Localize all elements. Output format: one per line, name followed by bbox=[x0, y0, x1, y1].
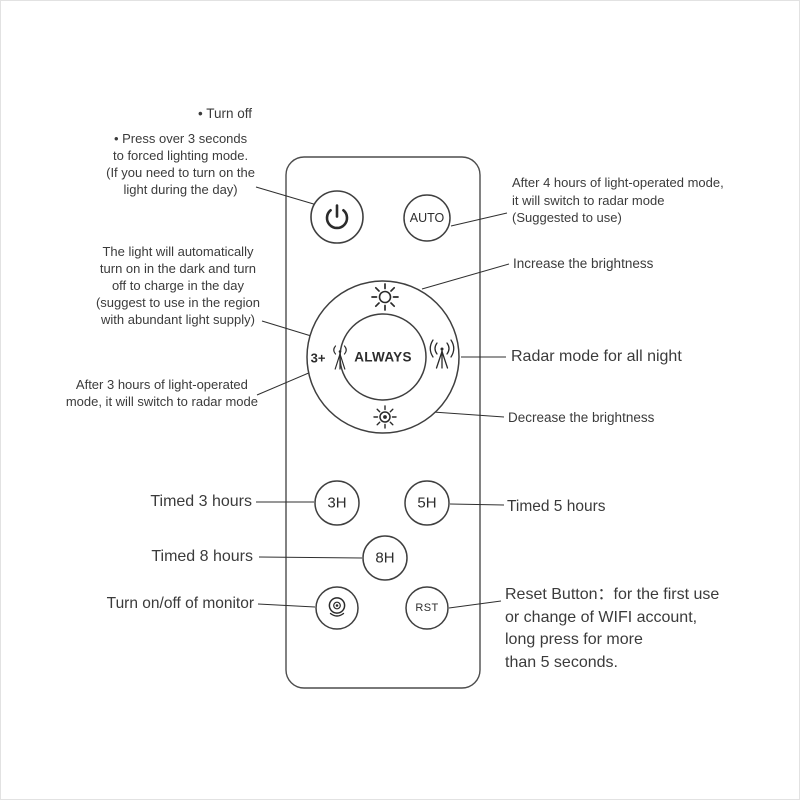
note-turn-off: • Turn off bbox=[197, 106, 252, 121]
sun-bright-icon bbox=[371, 283, 399, 311]
timed-3h-label: 3H bbox=[327, 494, 347, 512]
connector-lines bbox=[255, 186, 510, 609]
note-after-4-hours: After 4 hours of light-operated mode, it… bbox=[512, 175, 724, 226]
note-increase-brightness: Increase the brightness bbox=[513, 256, 654, 271]
auto-button-label: AUTO bbox=[409, 211, 445, 225]
note-monitor-toggle: Turn on/off of monitor bbox=[106, 595, 254, 612]
note-reset-button: Reset Button：for the first use or change… bbox=[505, 586, 720, 672]
connector-line bbox=[448, 600, 502, 609]
connector-line bbox=[256, 371, 312, 396]
note-after-3-hours: After 3 hours of light-operated mode, it… bbox=[65, 377, 258, 409]
reset-button-label: RST bbox=[415, 602, 439, 614]
note-timed-5-hours: Timed 5 hours bbox=[507, 498, 606, 515]
timed-8h-label: 8H bbox=[375, 549, 395, 567]
timed-8h-button bbox=[362, 535, 408, 581]
note-decrease-brightness: Decrease the brightness bbox=[508, 410, 655, 425]
dial-left-label: 3+ bbox=[310, 350, 326, 366]
webcam-icon bbox=[328, 597, 346, 617]
timed-5h-button bbox=[404, 480, 450, 526]
always-button-label: ALWAYS bbox=[354, 349, 412, 365]
reset-button bbox=[405, 586, 449, 630]
connector-line bbox=[258, 556, 363, 559]
connector-line bbox=[449, 503, 505, 506]
note-light-operated: The light will automatically turn on in … bbox=[95, 244, 260, 327]
timed-5h-label: 5H bbox=[417, 494, 437, 512]
sun-dim-icon bbox=[373, 405, 397, 429]
note-forced-lighting: • Press over 3 seconds to forced lightin… bbox=[106, 131, 255, 197]
power-icon bbox=[325, 204, 349, 230]
connector-line bbox=[450, 212, 508, 227]
timed-3h-button bbox=[314, 480, 360, 526]
connector-line bbox=[255, 186, 318, 206]
connector-line bbox=[432, 411, 505, 418]
auto-button bbox=[403, 194, 451, 242]
antenna-3h-icon bbox=[333, 345, 347, 370]
note-timed-3-hours: Timed 3 hours bbox=[150, 493, 252, 510]
note-radar-mode: Radar mode for all night bbox=[511, 348, 682, 365]
note-timed-8-hours: Timed 8 hours bbox=[151, 548, 253, 565]
connector-line bbox=[421, 263, 510, 290]
connector-line bbox=[257, 603, 316, 608]
radar-antenna-icon bbox=[429, 339, 455, 369]
monitor-button bbox=[315, 586, 359, 630]
